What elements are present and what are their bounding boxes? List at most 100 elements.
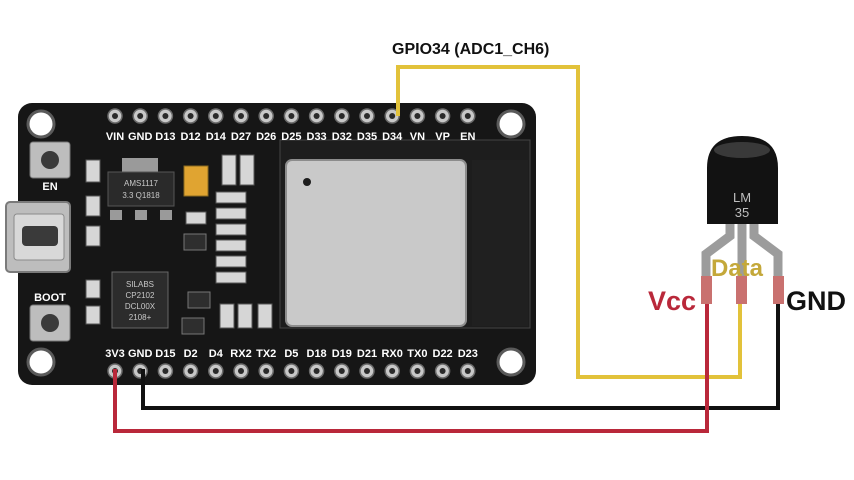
bottom-pin-label: D18	[307, 348, 327, 360]
top-pin-header	[107, 108, 476, 124]
bottom-pin-label: RX0	[381, 348, 402, 360]
top-pin-d12	[182, 108, 199, 124]
data-wire	[396, 65, 742, 379]
bottom-pin-label: D22	[433, 348, 453, 360]
usb-chip-text-2: CP2102	[126, 291, 155, 300]
sensor-leg-tip-gnd	[773, 276, 784, 304]
bottom-pin-d4	[208, 363, 224, 379]
en-button-label: EN	[42, 181, 57, 193]
top-pin-d32	[334, 108, 350, 124]
bottom-pin-d21	[359, 363, 375, 379]
mounting-hole-tl	[26, 109, 56, 139]
sensor-text-line2: 35	[735, 205, 749, 220]
regulator-text-2: 3.3 Q1818	[122, 191, 160, 200]
sensor-text-line1: LM	[733, 190, 751, 205]
bottom-pin-label: D23	[458, 348, 478, 360]
gpio-label: GPIO34 (ADC1_CH6)	[392, 41, 549, 58]
top-pin-d35	[359, 108, 375, 124]
top-pin-label: VP	[435, 131, 450, 143]
bottom-pin-label: D21	[357, 348, 377, 360]
micro-usb-connector	[5, 201, 71, 273]
top-pin-d25	[283, 108, 300, 124]
esp32-wroom-module	[279, 139, 531, 329]
top-pin-label: VN	[410, 131, 425, 143]
usb-serial-chip: SILABS CP2102 DCL00X 2108+	[111, 271, 169, 329]
bottom-pin-tx2	[258, 363, 274, 379]
bottom-pin-label: D2	[184, 348, 198, 360]
bottom-pin-header	[107, 363, 476, 379]
top-pin-vin	[107, 108, 123, 124]
boot-button: BOOT	[29, 292, 71, 342]
top-pin-vp	[434, 108, 451, 124]
top-pin-label: GND	[128, 131, 153, 143]
top-pin-d33	[308, 108, 325, 124]
top-pin-d27	[233, 108, 249, 124]
top-pin-d26	[258, 108, 274, 124]
top-pin-label: D33	[307, 131, 327, 143]
top-pin-d14	[208, 108, 224, 124]
bottom-pin-d23	[460, 363, 476, 379]
bottom-pin-label: D5	[284, 348, 298, 360]
vcc-label: Vcc	[648, 286, 696, 316]
sensor-leg-gnd	[749, 222, 783, 282]
gnd-label: GND	[786, 286, 846, 316]
bottom-pin-label: TX2	[256, 348, 276, 360]
bottom-pin-d19	[334, 363, 350, 379]
bottom-pin-tx0	[409, 363, 426, 379]
sensor-leg-vcc	[701, 222, 735, 282]
bottom-pin-gnd	[132, 363, 148, 379]
top-pin-d13	[157, 108, 174, 124]
sensor-leg-tip-data	[736, 276, 747, 304]
boot-button-label: BOOT	[34, 292, 66, 304]
top-pin-label: D12	[181, 131, 201, 143]
top-pin-gnd	[132, 108, 148, 124]
bottom-pin-d5	[283, 363, 300, 379]
top-pin-label: VIN	[106, 131, 124, 143]
top-pin-label: D32	[332, 131, 352, 143]
transistor-3	[181, 317, 205, 335]
regulator-text-1: AMS1117	[124, 179, 158, 188]
data-label: Data	[711, 255, 764, 282]
bottom-pin-d15	[157, 363, 174, 379]
top-pin-en	[460, 108, 476, 124]
mounting-hole-bl	[26, 347, 56, 377]
mounting-hole-br	[496, 347, 526, 377]
top-pin-label: D34	[382, 131, 403, 143]
wires	[113, 65, 780, 433]
top-pin-label: D27	[231, 131, 251, 143]
sensor-body	[707, 136, 778, 224]
gnd-wire	[141, 300, 780, 410]
top-pin-label: D25	[281, 131, 301, 143]
transistor-1	[183, 233, 207, 251]
bottom-pin-label: RX2	[230, 348, 251, 360]
bottom-pin-label: TX0	[407, 348, 427, 360]
transistor-2	[187, 291, 211, 309]
usb-chip-text-4: 2108+	[129, 313, 152, 322]
top-pin-d34	[384, 108, 400, 124]
lm35-sensor: LM 35	[701, 136, 784, 304]
sensor-leg-tip-vcc	[701, 276, 712, 304]
top-pin-label: D14	[206, 131, 227, 143]
vcc-wire	[113, 300, 709, 433]
bottom-pin-label: 3V3	[105, 348, 125, 360]
sensor-highlight	[714, 142, 770, 158]
top-pin-vn	[409, 108, 426, 124]
bottom-pin-d22	[434, 363, 451, 379]
bottom-pin-label: D15	[155, 348, 175, 360]
top-pin-label: D35	[357, 131, 377, 143]
bottom-pin-rx0	[384, 363, 400, 379]
top-pin-label: EN	[460, 131, 475, 143]
bottom-pin-label: D4	[209, 348, 224, 360]
usb-chip-text-3: DCL00X	[125, 302, 156, 311]
bottom-pin-label: D19	[332, 348, 352, 360]
smd-components	[85, 154, 273, 329]
usb-chip-text-1: SILABS	[126, 280, 154, 289]
bottom-pin-rx2	[233, 363, 249, 379]
voltage-regulator: AMS1117 3.3 Q1818	[107, 158, 175, 220]
bottom-pin-d18	[308, 363, 325, 379]
bottom-pin-d2	[182, 363, 199, 379]
tantalum-capacitor	[183, 165, 209, 197]
